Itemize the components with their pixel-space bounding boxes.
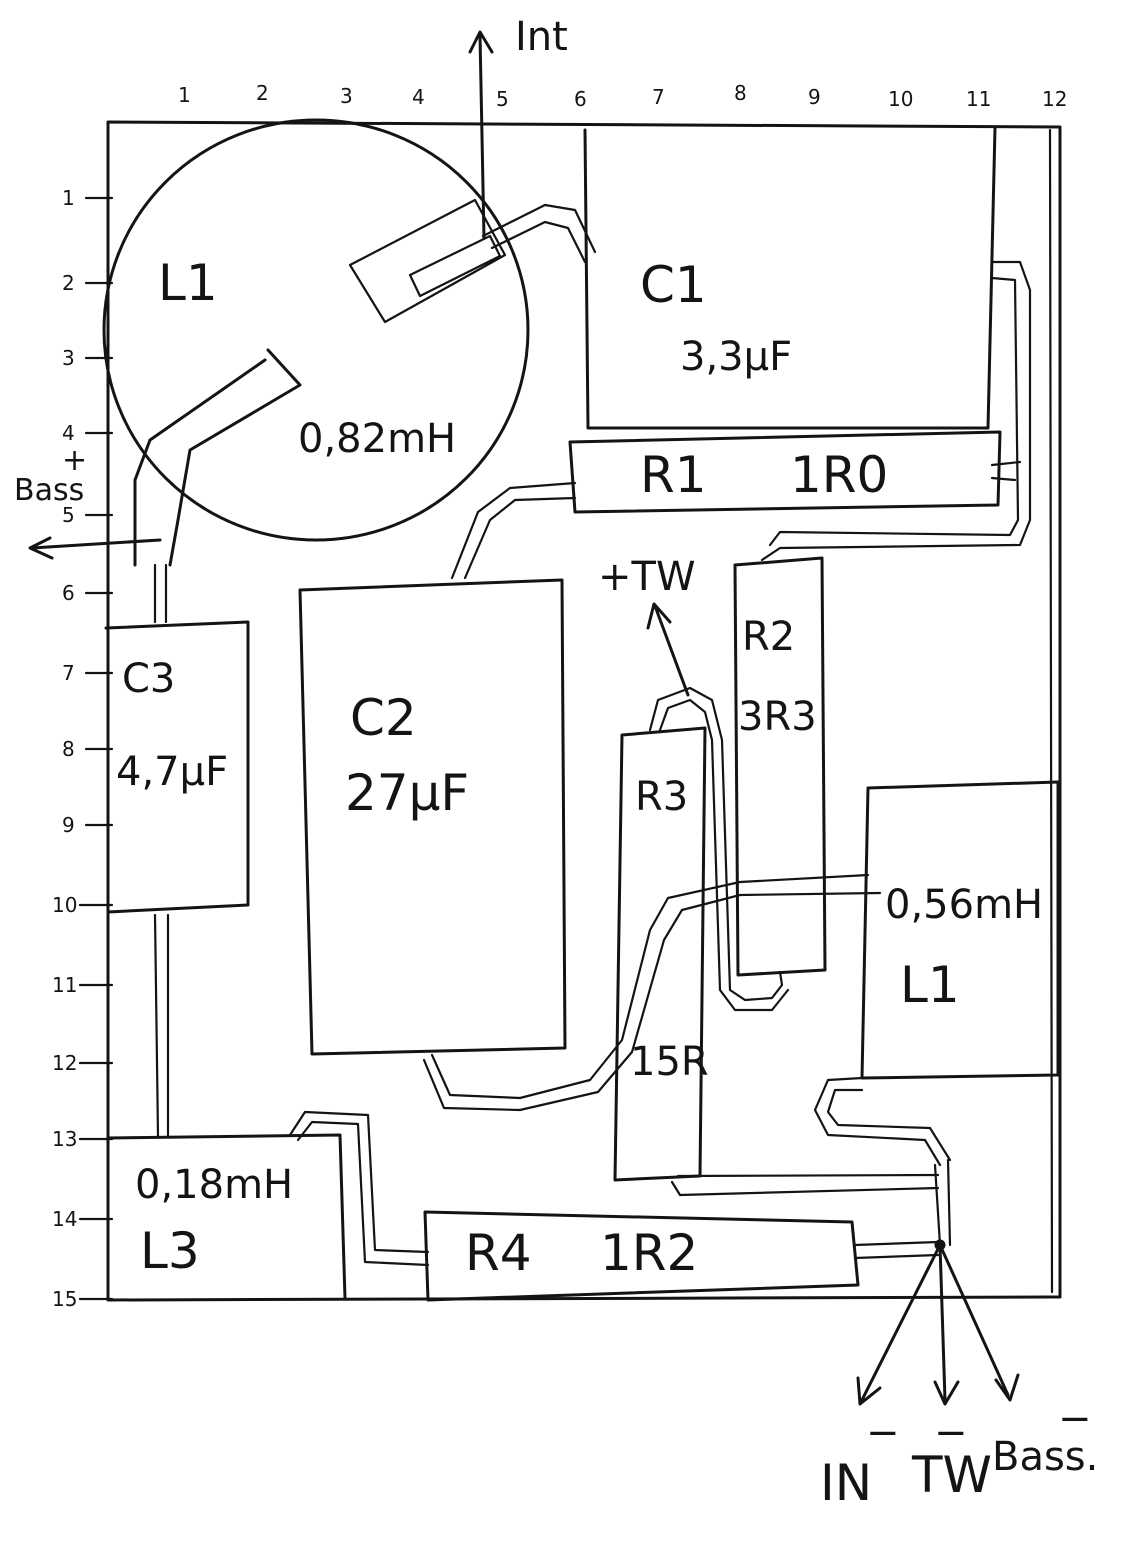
col-tick-11: 11	[966, 87, 991, 111]
row-tick-11: 11	[52, 973, 77, 997]
wire-R4-junction	[853, 1158, 952, 1260]
bass-plus-sign: +	[62, 443, 87, 478]
int-output-arrow: Int	[468, 14, 568, 240]
wire-R3-junction	[670, 1173, 940, 1197]
col-tick-10: 10	[888, 87, 913, 111]
capacitor-C3: C3 4,7μF	[104, 563, 250, 914]
wire-L1core-C2	[422, 873, 882, 1112]
resistor-R3-name: R3	[635, 774, 688, 820]
row-tick-5: 5	[62, 503, 75, 527]
bottom-minus-tw: −	[934, 1410, 968, 1456]
bottom-label-in: IN	[820, 1454, 872, 1512]
col-tick-12: 12	[1042, 87, 1067, 111]
resistor-R1-value: 1R0	[790, 446, 888, 504]
wire-R3-R2-loop	[648, 686, 790, 1012]
wire-R1-R2	[760, 260, 1032, 562]
bottom-label-bass: Bass.	[992, 1434, 1098, 1480]
resistor-R2-value: 3R3	[738, 694, 817, 740]
row-tick-9: 9	[62, 813, 75, 837]
row-tick-4: 4	[62, 421, 75, 445]
capacitor-C2: C2 27μF	[298, 578, 567, 1056]
col-tick-4: 4	[412, 85, 425, 109]
wire-L1-C1	[481, 203, 597, 264]
col-tick-9: 9	[808, 85, 821, 109]
wire-R1-C2	[450, 481, 577, 580]
row-tick-2: 2	[62, 271, 75, 295]
board-outline-inner	[1048, 128, 1054, 1294]
coil-L1-core-value: 0,56mH	[885, 882, 1043, 928]
coil-L1-air-value: 0,82mH	[298, 416, 456, 462]
int-label: Int	[515, 14, 568, 60]
capacitor-C2-name: C2	[350, 689, 417, 747]
bottom-minus-in: −	[866, 1410, 900, 1456]
wire-L3-R4	[288, 1110, 430, 1267]
bottom-output-arrows: − − − IN TW Bass.	[820, 1239, 1098, 1512]
wire-C3-L3	[153, 913, 170, 1138]
wire-L1-C3	[153, 563, 168, 624]
col-tick-2: 2	[256, 81, 269, 105]
row-tick-3: 3	[62, 346, 75, 370]
row-ticks: 1 2 3 4 5 6 7 8 9 10 11 12 13 14 15	[52, 186, 77, 1311]
col-tick-3: 3	[340, 84, 353, 108]
wire-R1-loop-end	[990, 460, 1022, 482]
bass-plus-arrow: + Bass	[14, 443, 162, 560]
resistor-R1: R1 1R0	[568, 430, 1002, 514]
capacitor-C3-name: C3	[122, 656, 175, 702]
coil-L1-air: L1 0,82mH	[102, 118, 530, 567]
col-tick-8: 8	[734, 81, 747, 105]
coil-L3: 0,18mH L3	[106, 1133, 347, 1300]
row-tick-1: 1	[62, 186, 75, 210]
tw-plus-label: +TW	[598, 554, 696, 600]
coil-L1-lead-bottom	[133, 348, 302, 567]
row-tick-8: 8	[62, 737, 75, 761]
resistor-R2: R2 3R3	[733, 556, 827, 977]
col-tick-7: 7	[652, 85, 665, 109]
col-tick-5: 5	[496, 87, 509, 111]
col-tick-6: 6	[574, 87, 587, 111]
row-tick-6: 6	[62, 581, 75, 605]
coil-L1-core-name: L1	[900, 956, 960, 1014]
board-outline	[106, 120, 1062, 1302]
resistor-R3-value: 15R	[630, 1039, 709, 1085]
resistor-R4-name: R4	[465, 1224, 532, 1282]
col-tick-1: 1	[178, 83, 191, 107]
bottom-label-tw: TW	[911, 1446, 992, 1504]
resistor-R3: R3 15R	[613, 726, 709, 1182]
bottom-minus-bass: −	[1058, 1396, 1092, 1442]
column-ticks: 1 2 3 4 5 6 7 8 9 10 11 12	[178, 81, 1067, 111]
coil-L1-core: 0,56mH L1	[860, 780, 1060, 1080]
bass-plus-label: Bass	[14, 473, 84, 508]
capacitor-C3-value: 4,7μF	[116, 749, 228, 795]
coil-L1-lead-top	[348, 198, 507, 324]
coil-L3-name: L3	[140, 1222, 200, 1280]
coil-L1-air-name: L1	[158, 254, 218, 312]
resistor-R2-name: R2	[742, 614, 795, 660]
row-tick-13: 13	[52, 1127, 77, 1151]
row-tick-14: 14	[52, 1207, 77, 1231]
row-tick-15: 15	[52, 1287, 77, 1311]
row-tick-10: 10	[52, 893, 77, 917]
coil-L3-value: 0,18mH	[135, 1162, 293, 1208]
row-tick-12: 12	[52, 1051, 77, 1075]
wire-L1core-junction	[813, 1076, 952, 1167]
row-tick-marks	[78, 196, 114, 1301]
row-tick-7: 7	[62, 661, 75, 685]
capacitor-C1: C1 3,3μF	[583, 126, 997, 430]
resistor-R1-name: R1	[640, 446, 707, 504]
capacitor-C2-value: 27μF	[345, 764, 469, 822]
tw-plus-arrow: +TW	[598, 554, 696, 697]
capacitor-C1-name: C1	[640, 256, 707, 314]
resistor-R4-value: 1R2	[600, 1224, 698, 1282]
resistor-R4: R4 1R2	[423, 1210, 860, 1302]
capacitor-C1-value: 3,3μF	[680, 334, 792, 380]
